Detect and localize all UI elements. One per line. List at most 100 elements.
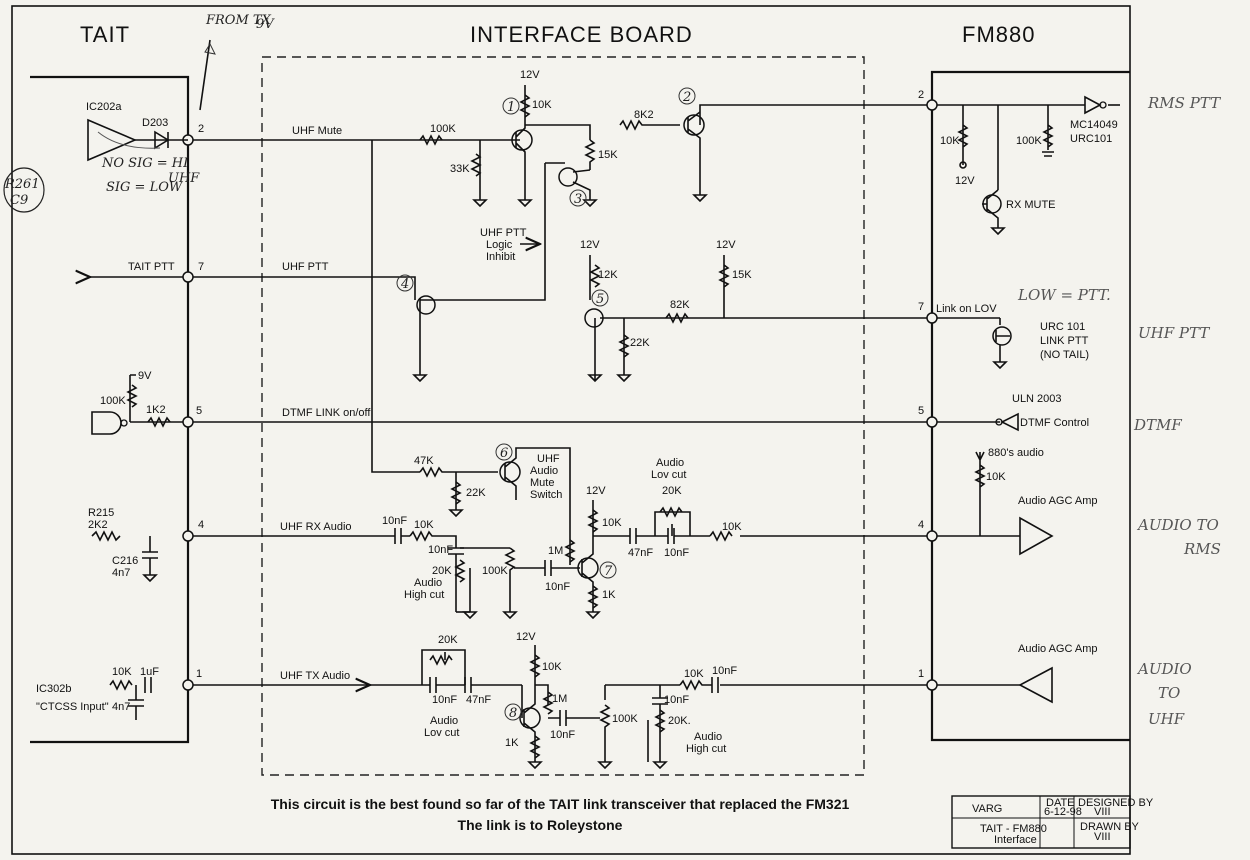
label-47k: 47K xyxy=(414,455,434,467)
label-15k-ptt: 15K xyxy=(732,269,752,281)
label-dtmf-link: DTMF LINK on/off xyxy=(282,407,371,419)
tb-drawn: VIII xyxy=(1094,831,1111,843)
label-1k-q8: 1K xyxy=(505,737,519,749)
label-agc-amp-tx: Audio AGC Amp xyxy=(1018,643,1098,655)
note-no-sig: NO SIG = HI xyxy=(101,156,189,171)
label-12v-q1: 12V xyxy=(520,69,540,81)
label-urc101-ptt-1: URC 101 xyxy=(1040,321,1085,333)
pin-5-left: 5 xyxy=(196,405,202,417)
note-r261: R261 xyxy=(4,177,40,192)
label-100k-tx-pot: 100K xyxy=(612,713,638,725)
label-audio-mute-2: Audio xyxy=(530,465,558,477)
note-dtmf: DTMF xyxy=(1133,416,1182,434)
tb-date-label: DATE xyxy=(1046,797,1075,809)
label-10nf-tx-3: 10nF xyxy=(664,694,689,706)
label-100k-left: 100K xyxy=(100,395,126,407)
label-r215: R215 xyxy=(88,507,114,519)
label-audio-high-cut-rx-1: Audio xyxy=(414,577,442,589)
label-10k-rx-out: 10K xyxy=(722,521,742,533)
label-20k-tx-high: 20K. xyxy=(668,715,691,727)
label-agc-amp-rx: Audio AGC Amp xyxy=(1018,495,1098,507)
pin-4-left: 4 xyxy=(198,519,204,531)
tb-drawing: TAIT - FM880 xyxy=(980,823,1047,835)
label-9v: 9V xyxy=(138,370,152,382)
tx-output-network xyxy=(109,677,152,720)
pin-2-left: 2 xyxy=(198,123,204,135)
q7-number: 7 xyxy=(604,564,613,579)
signal-lines xyxy=(90,104,1085,685)
label-uhf-tx-audio: UHF TX Audio xyxy=(280,670,350,682)
label-uhf-ptt: UHF PTT xyxy=(282,261,329,273)
fm880-side-components xyxy=(957,95,1120,704)
q2-number: 2 xyxy=(682,90,691,105)
q5-number: 5 xyxy=(596,292,604,307)
label-10k-left: 10K xyxy=(112,666,132,678)
label-uhf-mute: UHF Mute xyxy=(292,125,342,137)
label-ic202a: IC202a xyxy=(86,101,122,113)
label-10k-880-audio: 10K xyxy=(986,471,1006,483)
q6-number: 6 xyxy=(500,446,508,461)
label-mc14049: MC14049 xyxy=(1070,119,1118,131)
mute-transistor-section xyxy=(419,85,708,208)
label-10nf-tx-2: 10nF xyxy=(550,729,575,741)
rx-input-network xyxy=(91,530,158,583)
tait-connector xyxy=(30,75,190,744)
label-22k-mute: 22K xyxy=(466,487,486,499)
tb-date: 6-12-98 xyxy=(1044,806,1082,818)
note-rms-ptt: RMS PTT xyxy=(1147,94,1221,112)
label-12v-15k: 12V xyxy=(716,239,736,251)
label-r215-value: 2K2 xyxy=(88,519,108,531)
label-audio-mute-3: Mute xyxy=(530,477,554,489)
label-15k-q3: 15K xyxy=(598,149,618,161)
sheet-border xyxy=(11,5,1131,855)
tx-audio-chain xyxy=(405,645,719,770)
label-33k: 33K xyxy=(450,163,470,175)
title-block-frame xyxy=(951,795,1131,849)
q8-number: 8 xyxy=(509,706,517,721)
tb-name: VARG xyxy=(972,803,1002,815)
note-uhf-ptt: UHF PTT xyxy=(1138,324,1210,342)
label-47nf-tx: 47nF xyxy=(466,694,491,706)
nand-gate xyxy=(91,374,171,435)
note-audio-to-rms-2: RMS xyxy=(1183,540,1221,558)
connector-pins xyxy=(182,99,938,691)
header-tait: TAIT xyxy=(80,22,130,47)
pin-7-left: 7 xyxy=(198,261,204,273)
label-20k-rx-high: 20K xyxy=(432,565,452,577)
audio-mute-switch-section xyxy=(419,447,571,565)
tb-drawn-label: DRAWN BY xyxy=(1080,821,1140,833)
label-link-on-lov: Link on LOV xyxy=(936,303,997,315)
label-10k-rx-1: 10K xyxy=(414,519,434,531)
note-audio-to-rms-1: AUDIO TO xyxy=(1136,516,1219,534)
label-ctcss-input: "CTCSS Input" xyxy=(36,701,109,713)
label-10nf-tx-4: 10nF xyxy=(712,665,737,677)
label-20k-tx-low: 20K xyxy=(438,634,458,646)
label-10nf-rx-4: 10nF xyxy=(664,547,689,559)
label-ptt-inhibit-1: UHF PTT xyxy=(480,227,527,239)
pin-2-right: 2 xyxy=(918,89,924,101)
label-10nf-tx-1: 10nF xyxy=(432,694,457,706)
pin-5-right: 5 xyxy=(918,405,924,417)
note-audio-to-uhf-2: TO xyxy=(1158,684,1180,702)
label-audio-high-cut-rx-2: High cut xyxy=(404,589,444,601)
label-10k-fm880: 10K xyxy=(940,135,960,147)
label-100k-mute: 100K xyxy=(430,123,456,135)
label-1m-tx: 1M xyxy=(552,693,567,705)
label-rx-mute: RX MUTE xyxy=(1006,199,1056,211)
label-audio-mute-4: Switch xyxy=(530,489,562,501)
label-12v-fm880: 12V xyxy=(955,175,975,187)
label-audio-low-cut-tx-1: Audio xyxy=(430,715,458,727)
header-fm880: FM880 xyxy=(962,22,1035,47)
q3-number: 3 xyxy=(574,192,582,207)
label-10k-q8: 10K xyxy=(542,661,562,673)
note-c9: C9 xyxy=(10,193,28,208)
caption-line-1: This circuit is the best found so far of… xyxy=(270,796,850,812)
note-9v: 9V xyxy=(256,17,275,32)
caption-line-2: The link is to Roleystone xyxy=(457,817,623,833)
label-audio-low-cut-rx-2: Lov cut xyxy=(651,469,686,481)
note-from-tx: FROM TX xyxy=(205,13,272,28)
label-10nf-rx-3: 10nF xyxy=(545,581,570,593)
label-1uf: 1uF xyxy=(140,666,159,678)
label-ic302b: IC302b xyxy=(36,683,71,695)
label-22k-ptt: 22K xyxy=(630,337,650,349)
